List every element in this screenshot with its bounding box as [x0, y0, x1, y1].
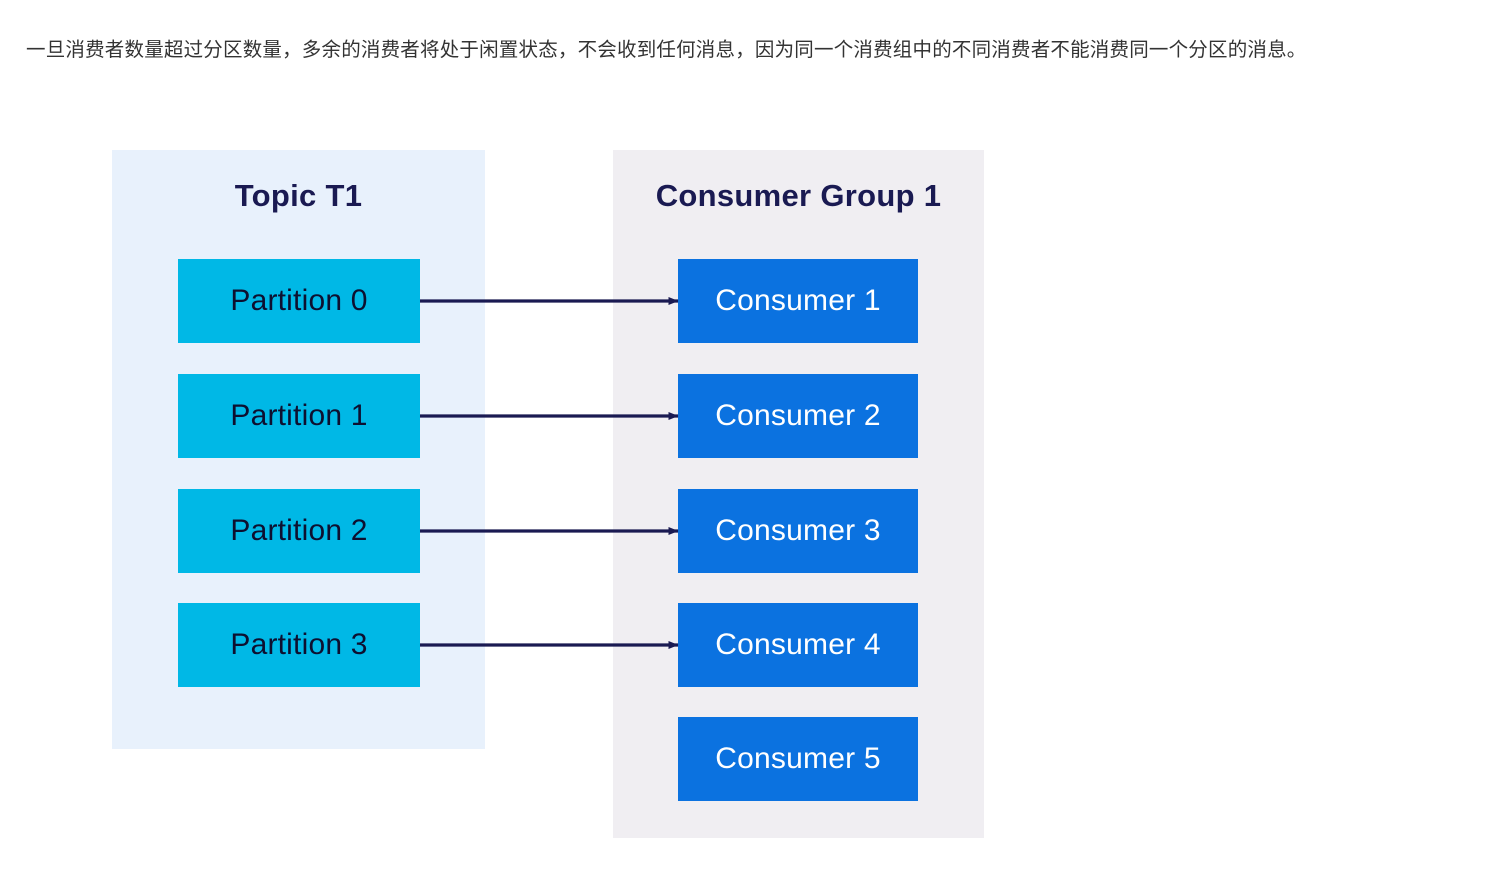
body-paragraph: 一旦消费者数量超过分区数量，多余的消费者将处于闲置状态，不会收到任何消息，因为同… [26, 39, 1307, 61]
consumer-node-label: Consumer 2 [715, 399, 881, 432]
partition-node-2[interactable]: Partition 2 [178, 489, 420, 573]
consumer-node-4[interactable]: Consumer 4 [678, 603, 918, 687]
partition-node-3[interactable]: Partition 3 [178, 603, 420, 687]
consumer-node-label: Consumer 3 [715, 514, 881, 547]
partition-node-label: Partition 0 [230, 284, 368, 317]
topic-panel-title: Topic T1 [234, 178, 363, 213]
partition-node-0[interactable]: Partition 0 [178, 259, 420, 343]
consumer-node-label: Consumer 1 [715, 284, 881, 317]
partition-node-1[interactable]: Partition 1 [178, 374, 420, 458]
consumer-node-3[interactable]: Consumer 3 [678, 489, 918, 573]
consumer-node-5[interactable]: Consumer 5 [678, 717, 918, 801]
partition-node-label: Partition 1 [230, 399, 368, 432]
consumer-node-1[interactable]: Consumer 1 [678, 259, 918, 343]
consumer-node-label: Consumer 5 [715, 742, 881, 775]
partition-node-label: Partition 3 [230, 628, 368, 661]
consumer-group-panel-title: Consumer Group 1 [655, 178, 942, 213]
consumer-node-2[interactable]: Consumer 2 [678, 374, 918, 458]
consumer-node-label: Consumer 4 [715, 628, 881, 661]
partition-node-label: Partition 2 [230, 514, 368, 547]
